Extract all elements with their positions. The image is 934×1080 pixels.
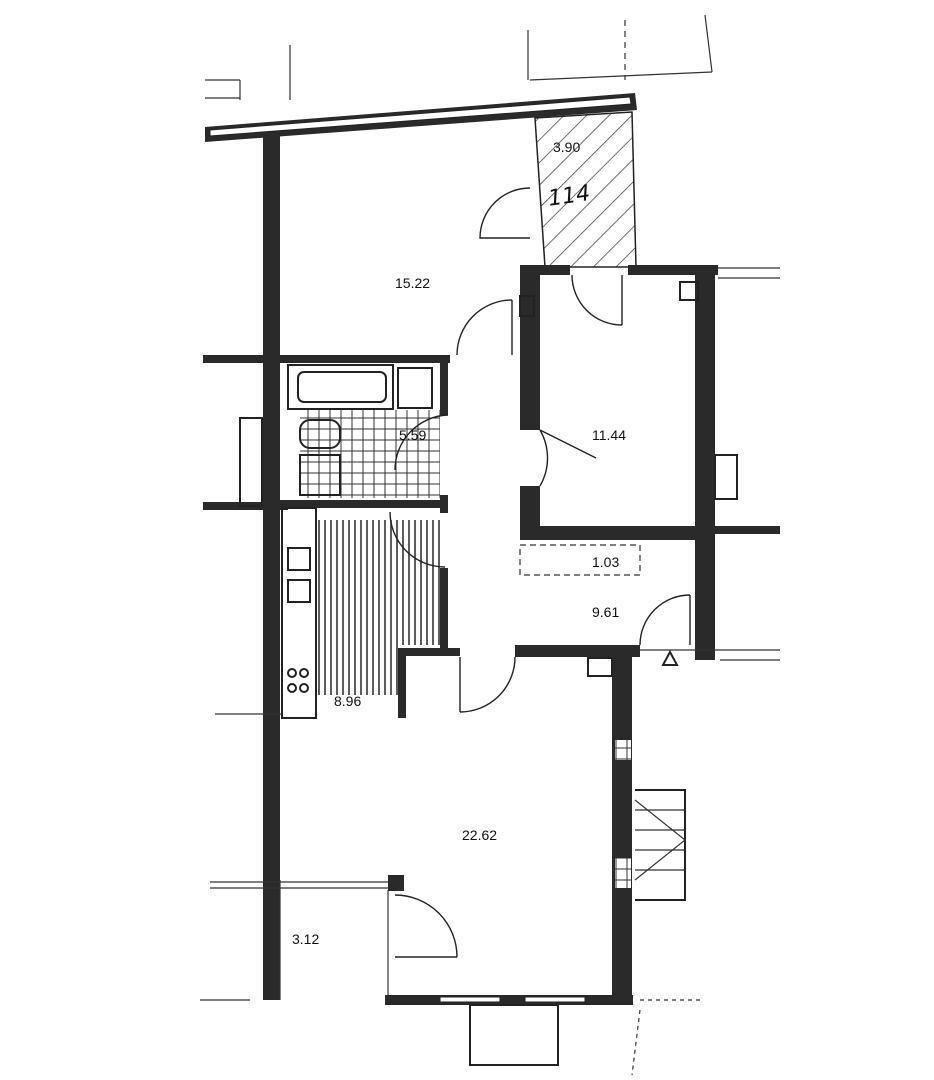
- room-area-hall: 9.61: [592, 604, 619, 620]
- room-area-closet: 1.03: [592, 554, 619, 570]
- room-area-room-b: 11.44: [592, 427, 626, 443]
- bathroom: [280, 355, 450, 513]
- doors: [389, 187, 691, 958]
- room-area-room-a: 15.22: [395, 275, 430, 291]
- top-wall: [205, 93, 637, 142]
- room-area-bathroom: 5.59: [399, 427, 426, 443]
- closet: [519, 544, 641, 576]
- room-b-walls: [519, 265, 780, 660]
- site-context-lines: [200, 14, 713, 1076]
- room-area-living: 22.62: [462, 827, 497, 843]
- room-area-kitchen: 8.96: [334, 693, 361, 709]
- unit-number-mark: 114: [547, 181, 592, 212]
- stairs: [634, 789, 686, 901]
- room-area-balcony: 3.12: [292, 931, 319, 947]
- left-wall: [203, 132, 390, 1000]
- living-walls: [279, 645, 780, 1066]
- kitchen: [281, 507, 460, 719]
- room-area-storage: 3.90: [553, 139, 580, 155]
